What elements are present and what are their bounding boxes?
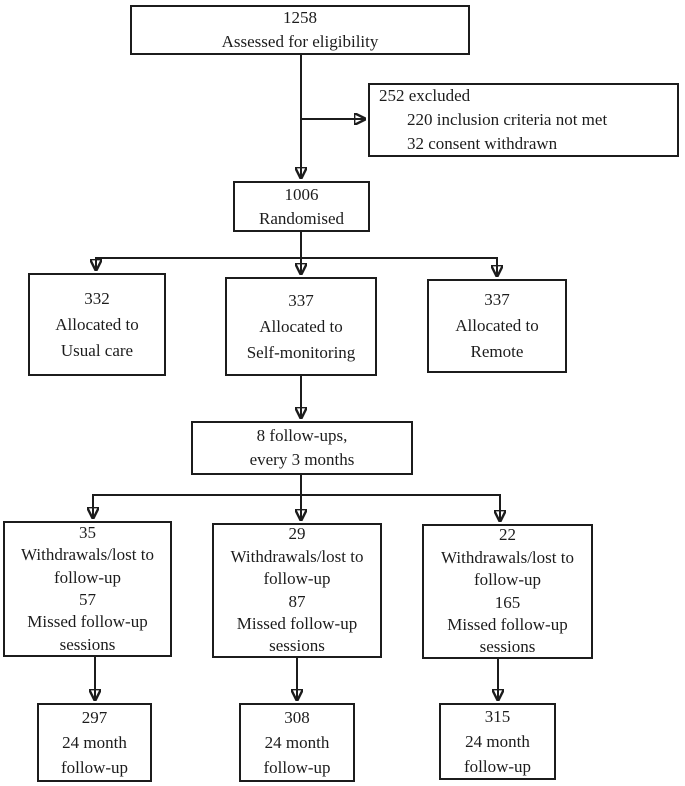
label-missed-self-2: sessions [269,636,325,656]
label-allocated-self-1: Allocated to [259,316,343,336]
node-allocated-self-monitoring: 337 Allocated to Self-monitoring [225,277,377,376]
count-24month-remote: 315 [484,707,511,726]
count-withdrawals-usual: 35 [79,522,96,542]
arrow-randomised-to-remote [301,257,497,276]
node-allocated-remote: 337 Allocated to Remote [427,279,567,373]
count-allocated-usual: 332 [84,288,110,308]
label-allocated-self-2: Self-monitoring [246,342,356,362]
excluded-reason-consent: 32 consent withdrawn [407,134,558,153]
count-24month-self: 308 [284,708,310,727]
count-allocated-self: 337 [288,290,314,310]
count-missed-remote: 165 [494,592,521,612]
label-24month-self-2: follow-up [263,758,331,777]
label-withdrawals-self-1: Withdrawals/lost to [230,546,364,566]
node-excluded: 252 excluded 220 inclusion criteria not … [368,83,679,157]
node-24month-followup-usual: 297 24 month follow-up [37,703,152,782]
arrow-randomised-to-usual [96,232,302,270]
count-withdrawals-remote: 22 [499,525,516,545]
label-24month-remote-2: follow-up [463,757,532,776]
label-24month-remote-1: 24 month [465,732,530,751]
node-withdrawals-usual-care: 35 Withdrawals/lost to follow-up 57 Miss… [3,521,172,657]
node-withdrawals-self-monitoring: 29 Withdrawals/lost to follow-up 87 Miss… [212,523,382,658]
label-allocated-usual-1: Allocated to [55,314,139,334]
count-excluded: 252 excluded [379,86,471,105]
node-allocated-usual-care: 332 Allocated to Usual care [28,273,166,376]
node-assessed-for-eligibility: 1258 Assessed for eligibility [130,5,470,55]
arrow-followups-to-wd-usual [93,475,302,518]
count-allocated-remote: 337 [484,290,510,309]
node-withdrawals-remote: 22 Withdrawals/lost to follow-up 165 Mis… [422,524,593,659]
label-withdrawals-usual-2: follow-up [53,567,122,587]
label-followups-2: every 3 months [249,450,355,469]
label-24month-self-1: 24 month [264,733,330,752]
label-missed-usual-2: sessions [59,634,116,654]
label-withdrawals-usual-1: Withdrawals/lost to [21,545,154,565]
count-24month-usual: 297 [81,708,108,727]
label-allocated-remote-1: Allocated to [455,316,539,335]
excluded-reason-inclusion: 220 inclusion criteria not met [407,110,608,129]
label-missed-self-1: Missed follow-up [236,613,358,633]
count-randomised: 1006 [284,184,319,204]
node-24month-followup-self: 308 24 month follow-up [239,703,355,782]
count-missed-self: 87 [288,591,306,611]
label-allocated-usual-2: Usual care [60,340,134,360]
label-assessed: Assessed for eligibility [221,32,379,51]
label-allocated-remote-2: Remote [470,342,524,361]
label-24month-usual-2: follow-up [60,758,129,777]
label-followups-1: 8 follow-ups, [256,426,348,445]
node-followup-schedule: 8 follow-ups, every 3 months [191,421,413,475]
label-missed-remote-2: sessions [479,637,536,657]
count-missed-usual: 57 [79,590,96,609]
label-missed-usual-1: Missed follow-up [27,612,148,632]
node-24month-followup-remote: 315 24 month follow-up [439,703,556,780]
label-withdrawals-remote-1: Withdrawals/lost to [441,547,574,567]
label-withdrawals-remote-2: follow-up [473,570,542,590]
label-24month-usual-1: 24 month [62,733,127,752]
count-assessed: 1258 [283,8,317,27]
label-withdrawals-self-2: follow-up [263,569,331,589]
count-withdrawals-self: 29 [288,524,306,544]
label-missed-remote-1: Missed follow-up [447,614,568,634]
label-randomised: Randomised [259,208,344,228]
node-randomised: 1006 Randomised [233,181,370,232]
arrow-followups-to-wd-remote [301,494,500,521]
